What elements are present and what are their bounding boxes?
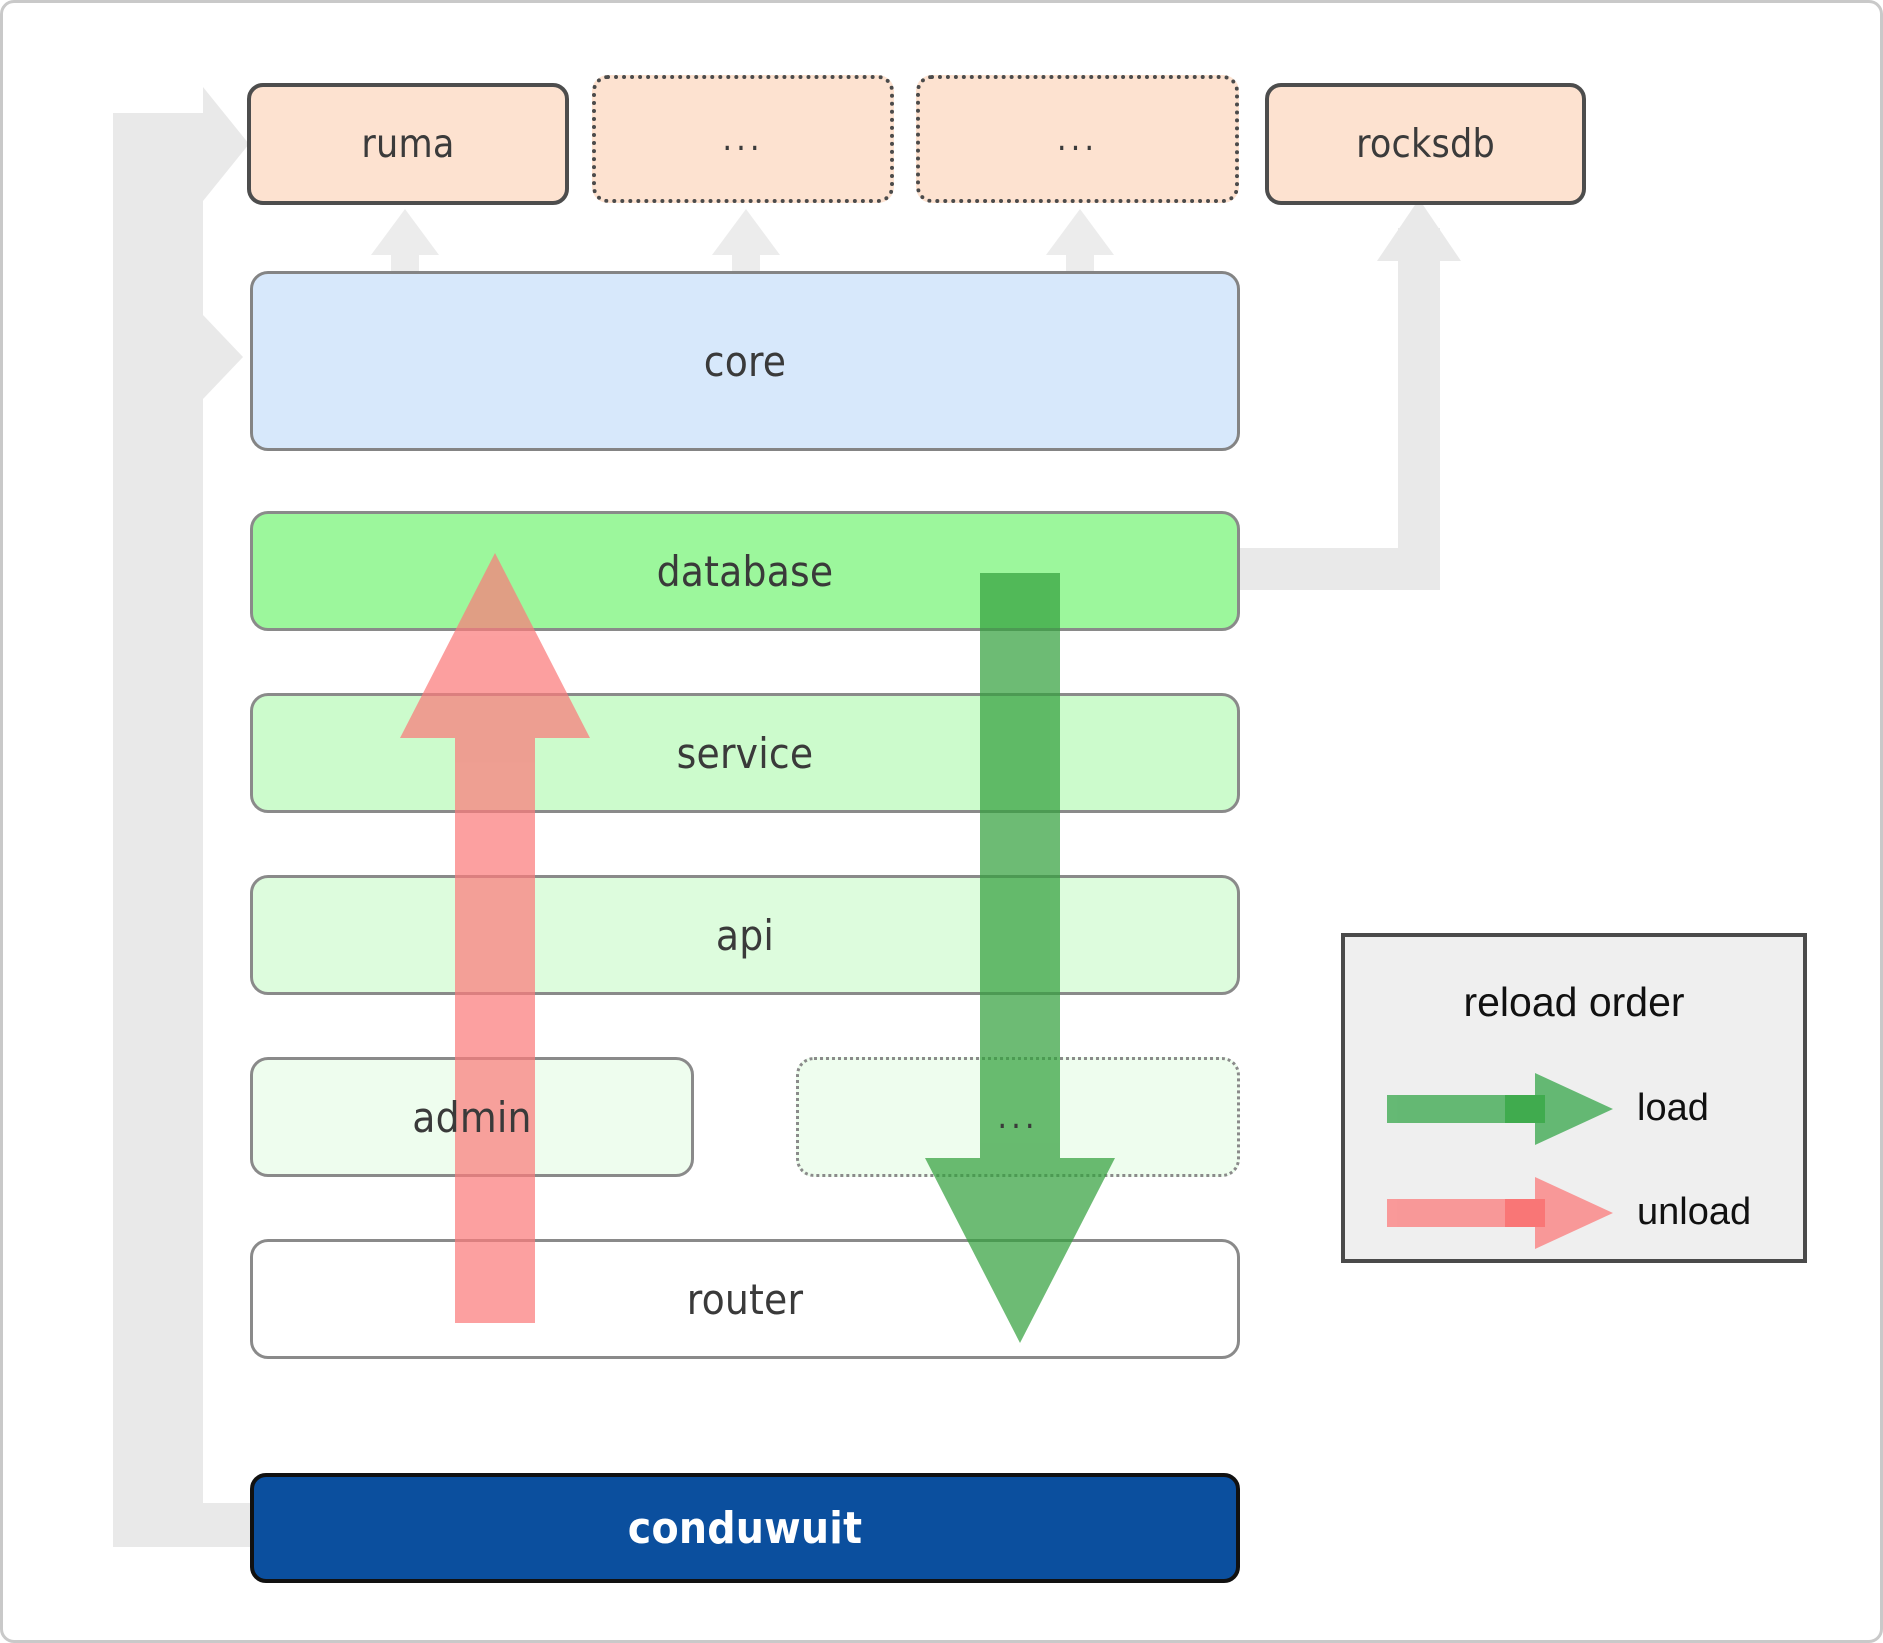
legend-arrow-icons: [1387, 1073, 1613, 1249]
node-service[interactable]: service: [250, 693, 1240, 813]
node-core[interactable]: core: [250, 271, 1240, 451]
dependency-box-ruma[interactable]: ruma: [247, 83, 569, 205]
node-database[interactable]: database: [250, 511, 1240, 631]
node-label-misc: ...: [997, 1097, 1039, 1137]
dependency-box-1[interactable]: ...: [592, 75, 894, 203]
legend-load-arrow-icon: [1387, 1073, 1613, 1145]
node-label-database: database: [656, 546, 834, 596]
legend-title: reload order: [1463, 979, 1685, 1025]
node-admin[interactable]: admin: [250, 1057, 694, 1177]
node-misc[interactable]: ...: [796, 1057, 1240, 1177]
node-api[interactable]: api: [250, 875, 1240, 995]
legend-panel: reload order load unload: [1341, 933, 1807, 1263]
node-conduwuit[interactable]: conduwuit: [250, 1473, 1240, 1583]
legend-label-unload: unload: [1637, 1191, 1752, 1233]
node-label-core: core: [703, 336, 787, 386]
node-router[interactable]: router: [250, 1239, 1240, 1359]
dependency-box-rocksdb[interactable]: rocksdb: [1265, 83, 1586, 205]
legend-unload-arrow-icon: [1387, 1177, 1613, 1249]
dependency-label-rocksdb: rocksdb: [1356, 121, 1495, 167]
node-label-service: service: [676, 728, 814, 778]
core-to-dep-arrows: [371, 209, 1114, 275]
flow-arrow-layer: [400, 553, 1115, 1343]
dependency-label-2: ...: [1056, 119, 1099, 159]
dependency-label-1: ...: [722, 119, 764, 159]
dependency-box-2[interactable]: ...: [916, 75, 1239, 203]
node-label-admin: admin: [412, 1092, 532, 1142]
node-label-conduwuit: conduwuit: [627, 1502, 863, 1554]
dependency-label-ruma: ruma: [361, 121, 455, 167]
node-label-router: router: [686, 1274, 804, 1324]
connector-layer: [113, 87, 1461, 1547]
legend-label-load: load: [1637, 1087, 1709, 1129]
node-label-api: api: [715, 910, 775, 960]
